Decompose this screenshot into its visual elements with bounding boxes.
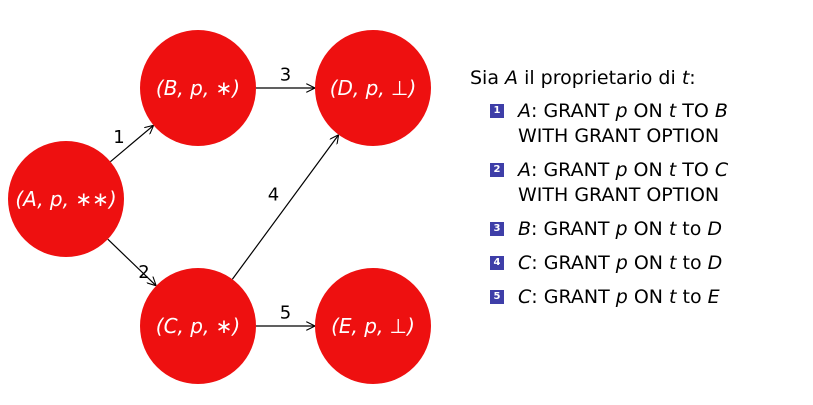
edge-label-5: 5 (280, 303, 291, 324)
step-table: t (669, 286, 677, 308)
step-privilege: p (615, 286, 628, 308)
step-text: ON (627, 218, 669, 240)
step-option: WITH GRANT OPTION (518, 184, 720, 206)
step-line: C: GRANT p ON t to E (518, 285, 800, 310)
step-table: t (669, 252, 677, 274)
node-label-B: (B, p, ∗) (156, 76, 240, 100)
step-grantee: B (714, 100, 728, 122)
grant-graph: 1 2 3 4 5 (A, p, ∗∗) (B, p, ∗) (C, p, ∗) (D, p,… (8, 30, 431, 384)
intro-mid: il proprietario di (518, 67, 682, 89)
step-option: WITH GRANT OPTION (518, 125, 720, 147)
step-actor: A (518, 100, 531, 122)
step-number-badge: 3 (490, 222, 504, 236)
edge-label-3: 3 (280, 65, 291, 86)
step-text: to (676, 218, 708, 240)
step-grantee: D (707, 218, 723, 240)
step-actor: C (518, 286, 532, 308)
step-line: A: GRANT p ON t TO B (518, 99, 800, 124)
node-label-A: (A, p, ∗∗) (15, 187, 116, 211)
node-B (140, 30, 256, 146)
step-number-badge: 4 (490, 256, 504, 270)
step-privilege: p (615, 252, 628, 274)
step-privilege: p (615, 159, 628, 181)
intro-pre: Sia (470, 67, 506, 89)
node-label-D: (D, p, ⊥) (330, 76, 417, 100)
step-actor: B (518, 218, 532, 240)
intro-post: : (689, 67, 696, 89)
edge-A-C (107, 238, 156, 286)
intro-text: Sia A il proprietario di t: (470, 66, 800, 91)
node-A (8, 141, 124, 257)
edge-label-1: 1 (113, 127, 124, 148)
step-number-badge: 1 (490, 104, 504, 118)
step-text: : GRANT (531, 252, 616, 274)
step-text: ON (627, 286, 670, 308)
node-label-C: (C, p, ∗) (156, 314, 240, 338)
edge-C-D (231, 135, 338, 280)
step-privilege: p (615, 100, 628, 122)
step-text: TO (676, 159, 715, 181)
step-text: : GRANT (531, 218, 616, 240)
step-line: B: GRANT p ON t to D (518, 217, 800, 242)
intro-table: t (681, 67, 690, 89)
edge-label-2: 2 (138, 262, 149, 283)
edge-label-4: 4 (268, 185, 279, 206)
step-text: ON (627, 252, 670, 274)
step-text: : GRANT (531, 159, 616, 181)
step-privilege: p (615, 218, 628, 240)
step-actor: A (518, 159, 531, 181)
step-line: C: GRANT p ON t to D (518, 251, 800, 276)
step-table: t (668, 100, 677, 122)
node-label-E: (E, p, ⊥) (331, 314, 415, 338)
step-text: to (676, 286, 708, 308)
step-number-badge: 5 (490, 290, 504, 304)
edge-A-B (110, 125, 153, 163)
grant-steps-panel: Sia A il proprietario di t: 1 A: GRANT p … (470, 66, 800, 319)
step-table: t (668, 218, 677, 240)
step-text: ON (627, 100, 669, 122)
node-E (315, 268, 431, 384)
step-text: : GRANT (531, 100, 616, 122)
step-text: TO (676, 100, 715, 122)
step-grantee: D (707, 252, 723, 274)
step-grantee: C (714, 159, 729, 181)
step-text: to (676, 252, 708, 274)
step-number-badge: 2 (490, 163, 504, 177)
step-line: A: GRANT p ON t TO C (518, 158, 800, 183)
node-D (315, 30, 431, 146)
step-text: ON (627, 159, 669, 181)
intro-owner: A (505, 67, 519, 89)
step-grantee: E (707, 286, 720, 308)
step-table: t (668, 159, 677, 181)
node-C (140, 268, 256, 384)
step-text: : GRANT (531, 286, 616, 308)
step-actor: C (518, 252, 532, 274)
